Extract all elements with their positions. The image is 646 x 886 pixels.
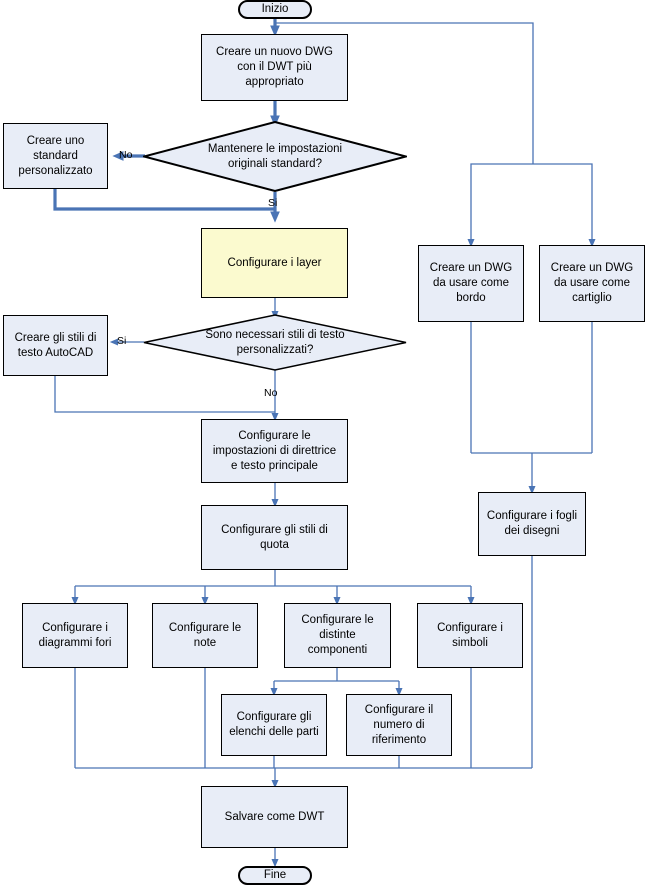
node-create-new-dwg[interactable]: Creare un nuovo DWG con il DWT più appro… <box>201 34 348 101</box>
edge-label-text-styles-yes: Si <box>117 335 127 347</box>
node-create-border-dwg-label: Creare un DWG da usare come bordo <box>429 262 513 304</box>
node-configure-drawing-sheets[interactable]: Configurare i fogli dei disegni <box>478 492 586 556</box>
node-configure-leader-main-text[interactable]: Configurare le impostazioni di direttric… <box>201 419 348 483</box>
node-create-new-dwg-label: Creare un nuovo DWG con il DWT più appro… <box>216 46 333 88</box>
node-end[interactable]: Fine <box>238 866 312 885</box>
node-configure-notes-label: Configurare le note <box>168 621 242 649</box>
node-create-autocad-text-styles-label: Creare gli stili di testo AutoCAD <box>14 331 97 359</box>
node-configure-layers[interactable]: Configurare i layer <box>201 228 348 298</box>
node-configure-symbols-label: Configurare i simboli <box>437 621 503 649</box>
node-configure-bom-label: Configurare le distinte componenti <box>301 614 374 656</box>
node-keep-standard-settings-label: Mantenere le impostazioni originali stan… <box>207 142 343 170</box>
node-configure-dimension-styles[interactable]: Configurare gli stili di quota <box>201 505 348 570</box>
node-end-label: Fine <box>263 869 287 881</box>
node-need-custom-text-styles-label: Sono necessari stili di testo personaliz… <box>205 328 345 356</box>
node-configure-leader-main-text-label: Configurare le impostazioni di direttric… <box>212 429 337 472</box>
node-create-titleblock-dwg[interactable]: Creare un DWG da usare come cartiglio <box>539 245 645 322</box>
node-start-label: Inizio <box>261 3 289 15</box>
node-configure-hole-charts-label: Configurare i diagrammi fori <box>38 621 112 649</box>
node-save-as-dwt[interactable]: Salvare come DWT <box>201 786 348 848</box>
node-create-border-dwg[interactable]: Creare un DWG da usare come bordo <box>418 245 524 322</box>
node-configure-balloon-number[interactable]: Configurare il numero di riferimento <box>346 694 452 756</box>
node-configure-bom[interactable]: Configurare le distinte componenti <box>284 603 391 668</box>
node-create-custom-standard[interactable]: Creare uno standard personalizzato <box>3 123 108 189</box>
edge-label-keep-standard-yes: Si <box>268 197 278 209</box>
edge-label-keep-standard-no: No <box>119 149 133 161</box>
node-configure-parts-lists-label: Configurare gli elenchi delle parti <box>229 711 319 738</box>
edge-label-text-styles-no: No <box>264 387 278 399</box>
node-configure-notes[interactable]: Configurare le note <box>152 603 258 668</box>
node-start[interactable]: Inizio <box>238 0 312 19</box>
node-create-titleblock-dwg-label: Creare un DWG da usare come cartiglio <box>550 262 634 304</box>
node-keep-standard-settings[interactable]: Mantenere le impostazioni originali stan… <box>143 121 407 192</box>
node-save-as-dwt-label: Salvare come DWT <box>224 810 325 823</box>
node-configure-drawing-sheets-label: Configurare i fogli dei disegni <box>486 510 578 537</box>
node-need-custom-text-styles[interactable]: Sono necessari stili di testo personaliz… <box>143 314 407 371</box>
node-create-autocad-text-styles[interactable]: Creare gli stili di testo AutoCAD <box>3 315 108 376</box>
node-configure-balloon-number-label: Configurare il numero di riferimento <box>364 703 434 746</box>
node-create-custom-standard-label: Creare uno standard personalizzato <box>18 134 93 177</box>
node-configure-hole-charts[interactable]: Configurare i diagrammi fori <box>22 603 128 668</box>
node-configure-parts-lists[interactable]: Configurare gli elenchi delle parti <box>221 694 327 756</box>
node-configure-layers-label: Configurare i layer <box>227 256 322 269</box>
node-configure-dimension-styles-label: Configurare gli stili di quota <box>221 523 328 551</box>
node-configure-symbols[interactable]: Configurare i simboli <box>417 603 523 668</box>
